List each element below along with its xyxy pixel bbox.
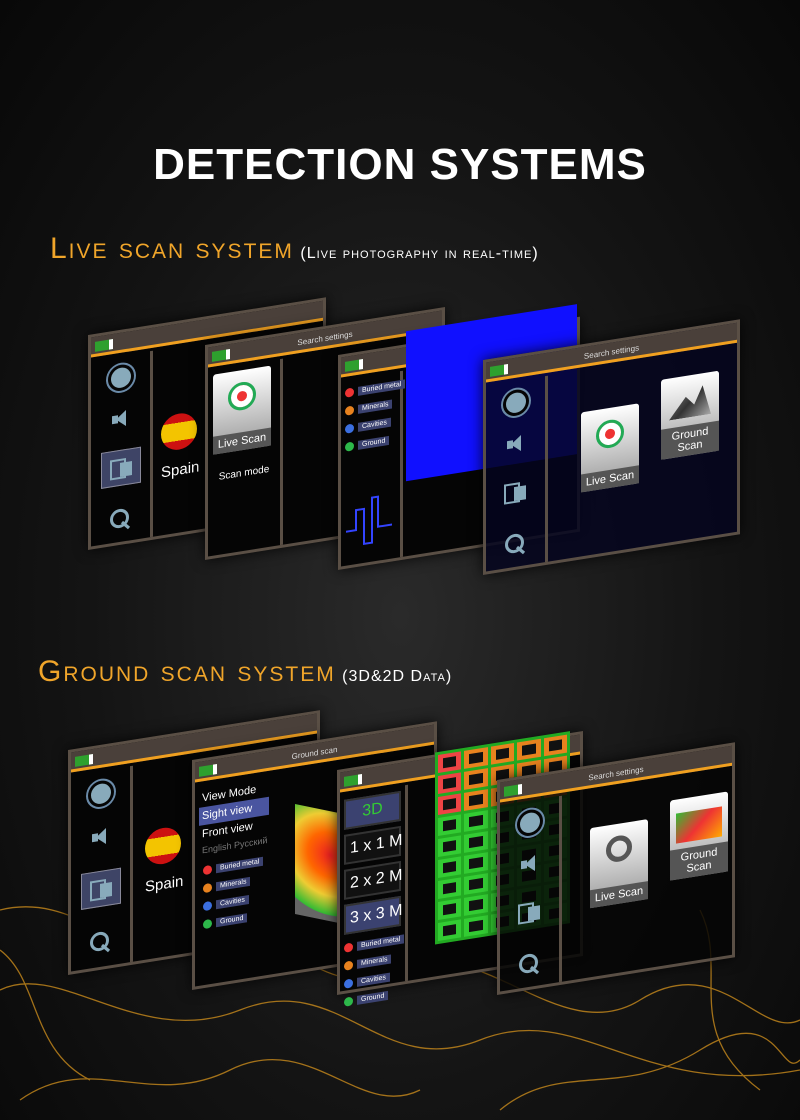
search-icon[interactable] <box>90 930 112 955</box>
grid-cell <box>490 742 515 765</box>
spain-flag-icon[interactable] <box>145 825 181 867</box>
grid-cell <box>438 898 462 921</box>
mode-1x1-button[interactable]: 1 x 1 M <box>344 825 402 865</box>
battery-icon <box>75 754 93 767</box>
ground-mode-select-screen: Search settings Live Scan Ground Scan <box>497 742 735 995</box>
grid-cell <box>517 738 541 761</box>
ground-scan-tile[interactable]: Ground Scan <box>661 370 719 460</box>
language-icon[interactable] <box>100 446 141 489</box>
mode-3d-button[interactable]: 3D <box>344 790 401 830</box>
language-icon[interactable] <box>510 891 550 933</box>
live-scan-title: Live scan system <box>50 232 294 265</box>
grid-cell <box>438 919 462 942</box>
grid-cell <box>464 810 488 832</box>
language-icon[interactable] <box>496 471 536 513</box>
brightness-icon[interactable] <box>519 810 540 834</box>
volume-icon[interactable] <box>521 854 539 873</box>
grid-cell <box>438 814 462 837</box>
live-scan-tile[interactable]: Live Scan <box>213 365 271 455</box>
language-english[interactable]: English <box>202 840 232 856</box>
ground-scan-tile[interactable]: Ground Scan <box>670 791 728 881</box>
ground-scan-icon <box>676 806 722 844</box>
live-mode-select-screen: Search settings Live Scan Ground Scan <box>483 319 740 575</box>
live-scan-tile[interactable]: Live Scan <box>581 403 639 493</box>
ground-scan-subtitle: (3D&2D Data) <box>342 668 453 685</box>
scan-mode-label: Scan mode <box>218 463 270 483</box>
legend-minerals: Minerals <box>357 954 392 969</box>
volume-icon[interactable] <box>507 434 525 453</box>
grid-cell <box>464 915 488 937</box>
battery-icon <box>345 359 363 372</box>
grid-cell <box>464 789 488 811</box>
legend-ground: Ground <box>216 913 248 928</box>
brightness-icon[interactable] <box>90 782 111 806</box>
ground-scan-title: Ground scan system <box>38 655 336 688</box>
live-scan-icon <box>228 379 256 413</box>
volume-icon[interactable] <box>112 409 130 428</box>
search-icon[interactable] <box>505 532 527 557</box>
live-scan-view-screen: Buried metal Minerals Cavities Ground <box>338 304 580 570</box>
legend-cavities: Cavities <box>357 972 390 987</box>
grid-cell <box>438 793 462 816</box>
battery-icon <box>95 339 113 352</box>
spain-flag-icon[interactable] <box>161 410 197 453</box>
ground-scan-heading: Ground scan system (3D&2D Data) <box>38 655 452 689</box>
legend-cavities: Cavities <box>358 417 391 432</box>
volume-icon[interactable] <box>92 828 110 847</box>
grid-cell <box>464 873 488 895</box>
country-label: Spain <box>145 872 184 896</box>
legend-buried-metal: Buried metal <box>358 379 406 396</box>
legend-buried-metal: Buried metal <box>216 856 264 874</box>
search-icon[interactable] <box>110 507 132 532</box>
legend-minerals: Minerals <box>358 399 393 414</box>
live-scan-icon <box>606 833 632 864</box>
grid-cell <box>438 772 462 795</box>
ground-scan-icon <box>669 384 711 421</box>
mode-2x2-button[interactable]: 2 x 2 M <box>344 860 402 900</box>
legend-buried-metal: Buried metal <box>357 934 405 951</box>
language-icon[interactable] <box>80 867 121 910</box>
legend-minerals: Minerals <box>216 876 251 892</box>
grid-cell <box>438 856 462 879</box>
search-icon[interactable] <box>519 952 541 977</box>
legend-ground: Ground <box>358 435 390 450</box>
live-scan-tile[interactable]: Live Scan <box>590 819 648 909</box>
grid-cell <box>543 734 567 757</box>
signal-graph <box>346 495 392 546</box>
grid-cell <box>464 768 488 790</box>
mode-3x3-button[interactable]: 3 x 3 M <box>344 895 402 935</box>
live-scan-heading: Live scan system (Live photography in re… <box>50 232 539 266</box>
grid-cell <box>464 747 488 769</box>
grid-cell <box>464 852 488 874</box>
page-title: DETECTION SYSTEMS <box>153 140 647 189</box>
country-label: Spain <box>161 458 200 482</box>
brightness-icon[interactable] <box>505 390 526 414</box>
live-scan-subtitle: (Live photography in real-time) <box>300 245 539 262</box>
legend-cavities: Cavities <box>216 894 249 910</box>
brightness-icon[interactable] <box>110 365 131 389</box>
live-scan-icon <box>596 417 624 451</box>
grid-cell <box>438 751 462 774</box>
grid-cell <box>464 831 488 853</box>
grid-cell <box>438 877 462 900</box>
grid-cell <box>464 894 488 916</box>
grid-cell <box>438 835 462 858</box>
language-russian[interactable]: Русский <box>234 835 268 851</box>
